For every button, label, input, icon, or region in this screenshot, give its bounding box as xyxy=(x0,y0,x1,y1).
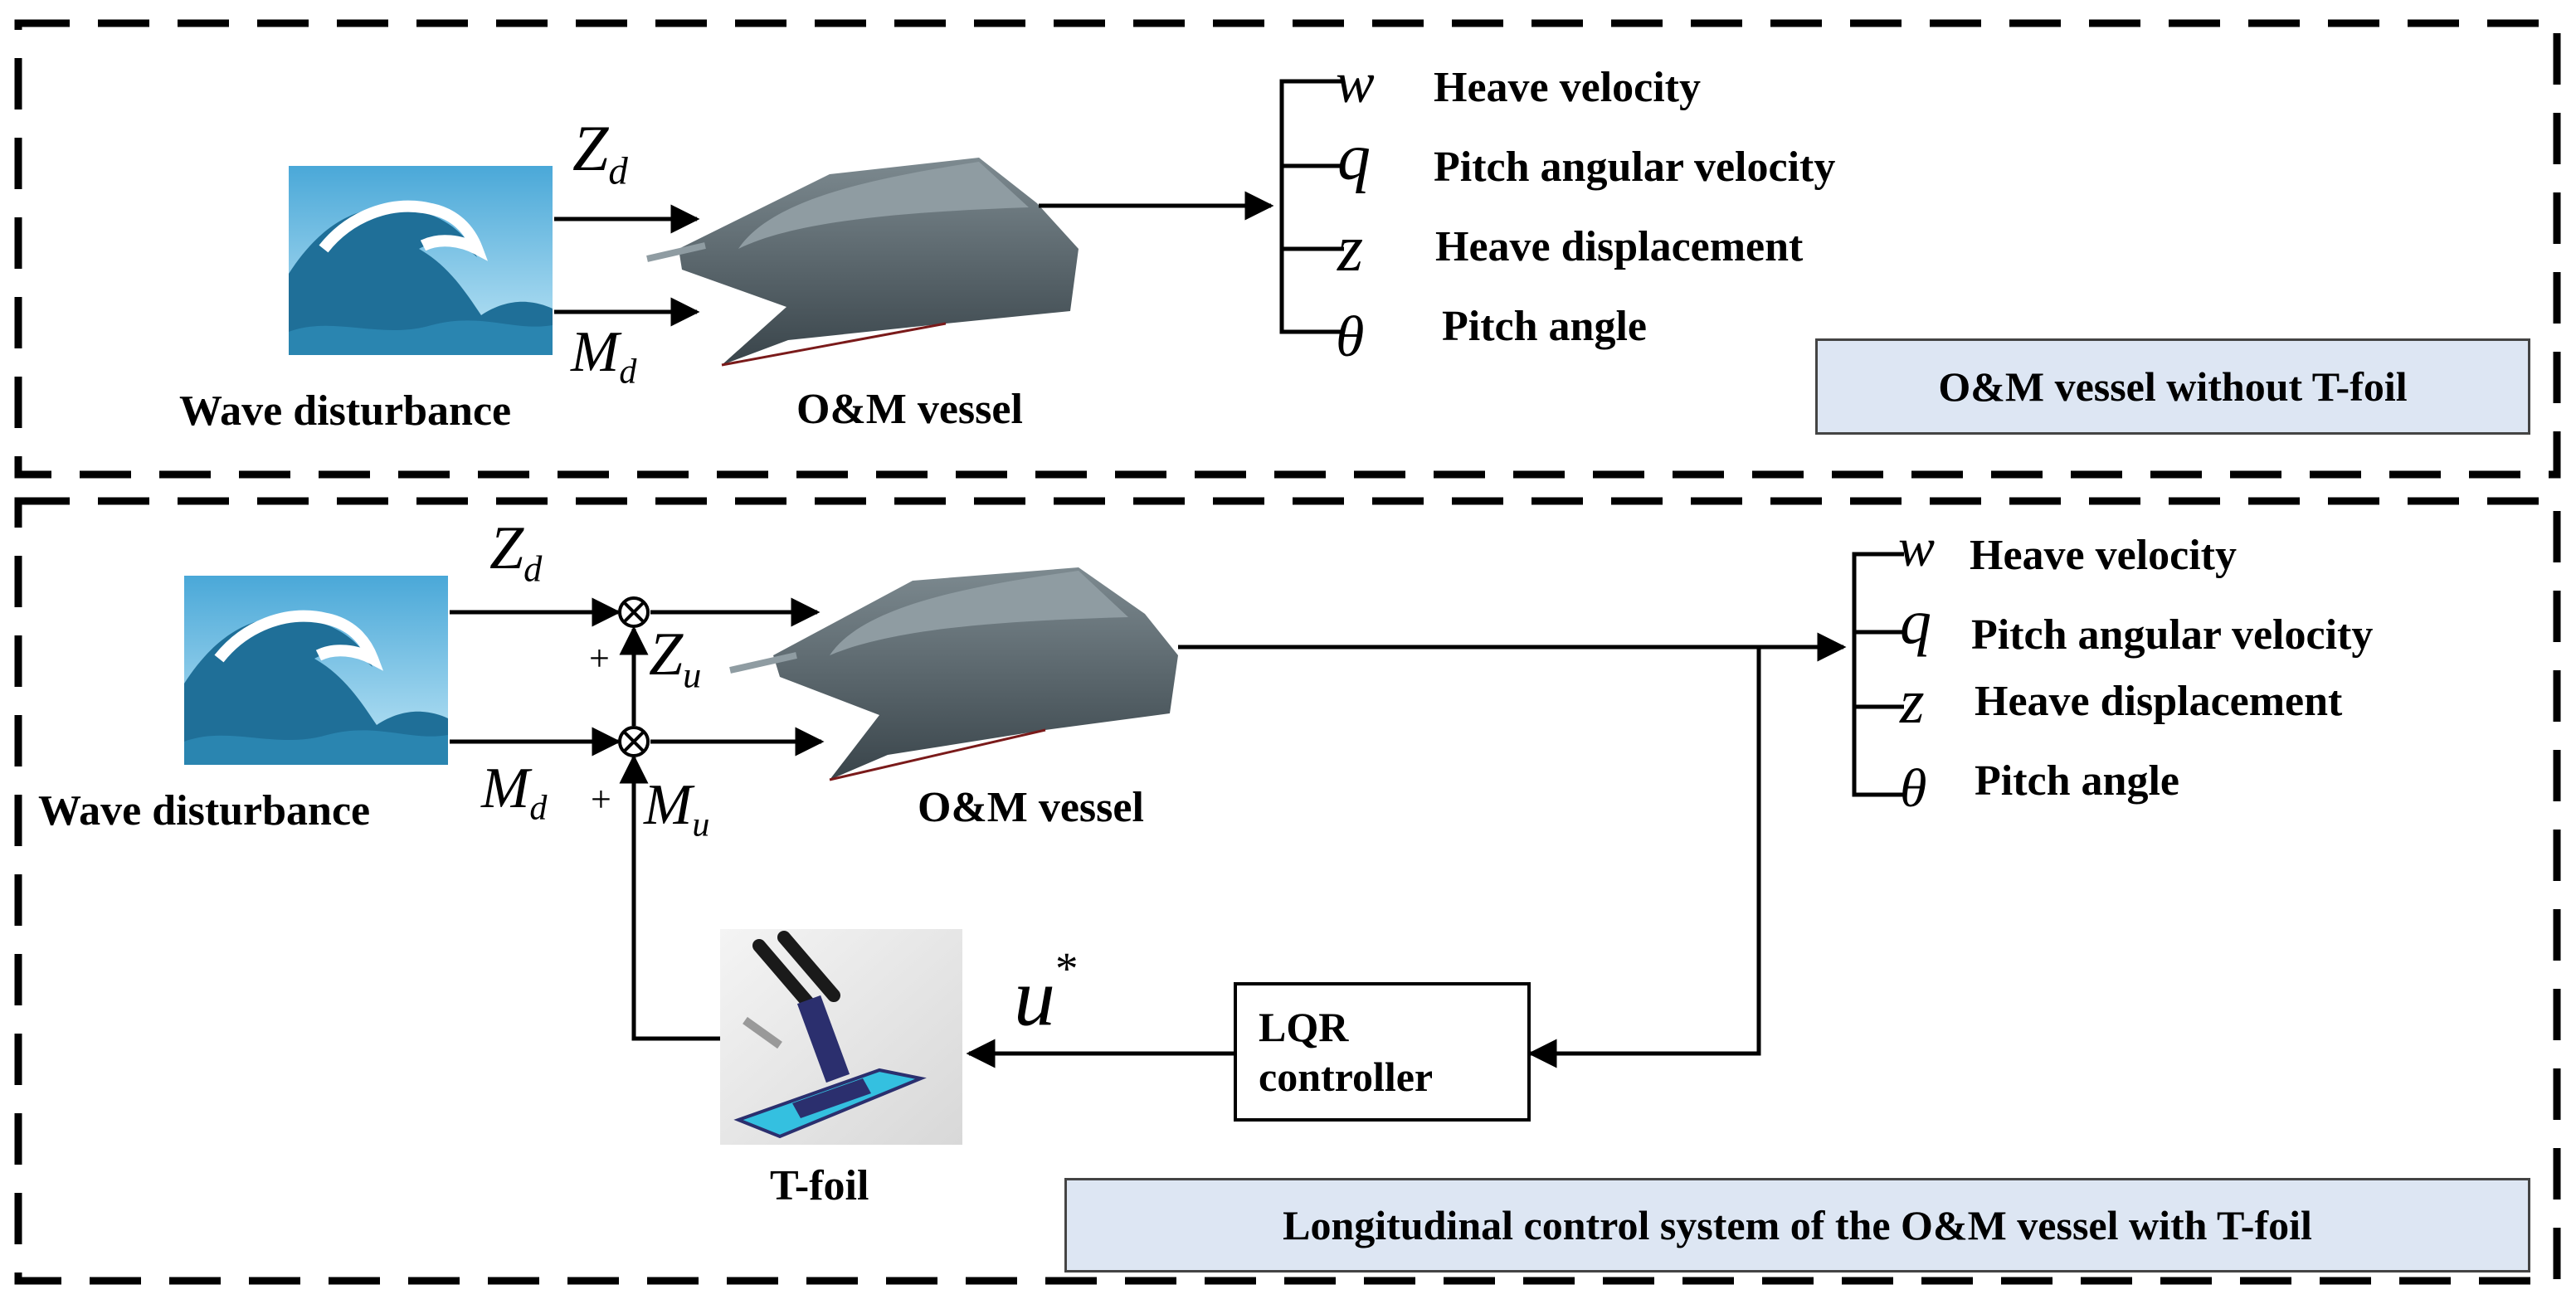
output-label-heave-displacement-bottom: Heave displacement xyxy=(1975,678,2343,725)
output-symbol-theta-top: θ xyxy=(1336,305,1365,369)
output-symbol-theta-bottom: θ xyxy=(1900,758,1927,819)
tfoil-image xyxy=(720,929,962,1145)
vessel-image-bottom xyxy=(729,567,1178,781)
output-bracket-bottom xyxy=(1852,552,1904,797)
controller-label-line1: LQR xyxy=(1259,1004,1349,1050)
feedback-line-tfoil xyxy=(619,754,722,1041)
output-symbol-q-bottom: q xyxy=(1900,587,1931,657)
symbol-md-top: Md xyxy=(571,320,637,392)
control-signal-u: u* xyxy=(1014,943,1079,1044)
caption-top: O&M vessel without T-foil xyxy=(1815,338,2530,435)
output-symbol-w-top: w xyxy=(1336,51,1375,115)
output-label-pitch-angular-velocity-bottom: Pitch angular velocity xyxy=(1971,611,2374,659)
symbol-zd-bottom: Zd xyxy=(489,514,543,590)
top-panel-frame xyxy=(14,19,2561,479)
output-symbol-z-top: z xyxy=(1337,212,1364,285)
output-label-heave-displacement-top: Heave displacement xyxy=(1435,223,1804,270)
symbol-zu: Zu xyxy=(649,620,702,696)
output-label-heave-velocity-bottom: Heave velocity xyxy=(1970,532,2237,579)
vessel-image-top xyxy=(646,158,1079,367)
output-symbol-q-top: q xyxy=(1337,121,1371,194)
plus-sign-2: + xyxy=(591,779,611,820)
symbol-md-bottom: Md xyxy=(481,757,548,828)
summing-junction-1 xyxy=(618,596,650,628)
output-label-heave-velocity-top: Heave velocity xyxy=(1434,64,1701,111)
output-label-pitch-angle-top: Pitch angle xyxy=(1442,303,1647,350)
summing-junction-2 xyxy=(618,726,650,757)
lqr-controller-box: LQR controller xyxy=(1234,982,1531,1122)
output-bracket-top xyxy=(1279,79,1344,334)
symbol-zd-top: Zd xyxy=(572,112,628,193)
plus-sign-1: + xyxy=(589,638,610,679)
wave-image-bottom xyxy=(184,576,448,765)
symbol-mu: Mu xyxy=(644,773,710,844)
output-label-pitch-angular-velocity-top: Pitch angular velocity xyxy=(1434,144,1836,191)
wave-image-top xyxy=(289,166,553,355)
wave-label-bottom: Wave disturbance xyxy=(38,787,371,835)
output-label-pitch-angle-bottom: Pitch angle xyxy=(1975,757,2179,805)
caption-bottom: Longitudinal control system of the O&M v… xyxy=(1064,1178,2530,1273)
bottom-panel-frame xyxy=(14,497,2561,1285)
vessel-label-bottom: O&M vessel xyxy=(918,784,1144,831)
vessel-label-top: O&M vessel xyxy=(796,386,1023,433)
output-symbol-w-bottom: w xyxy=(1898,518,1936,578)
feedback-line-to-controller xyxy=(1527,647,1761,1068)
output-symbol-z-bottom: z xyxy=(1900,667,1925,737)
controller-label-line2: controller xyxy=(1259,1054,1434,1100)
wave-label-top: Wave disturbance xyxy=(179,387,512,435)
tfoil-label: T-foil xyxy=(770,1162,869,1209)
